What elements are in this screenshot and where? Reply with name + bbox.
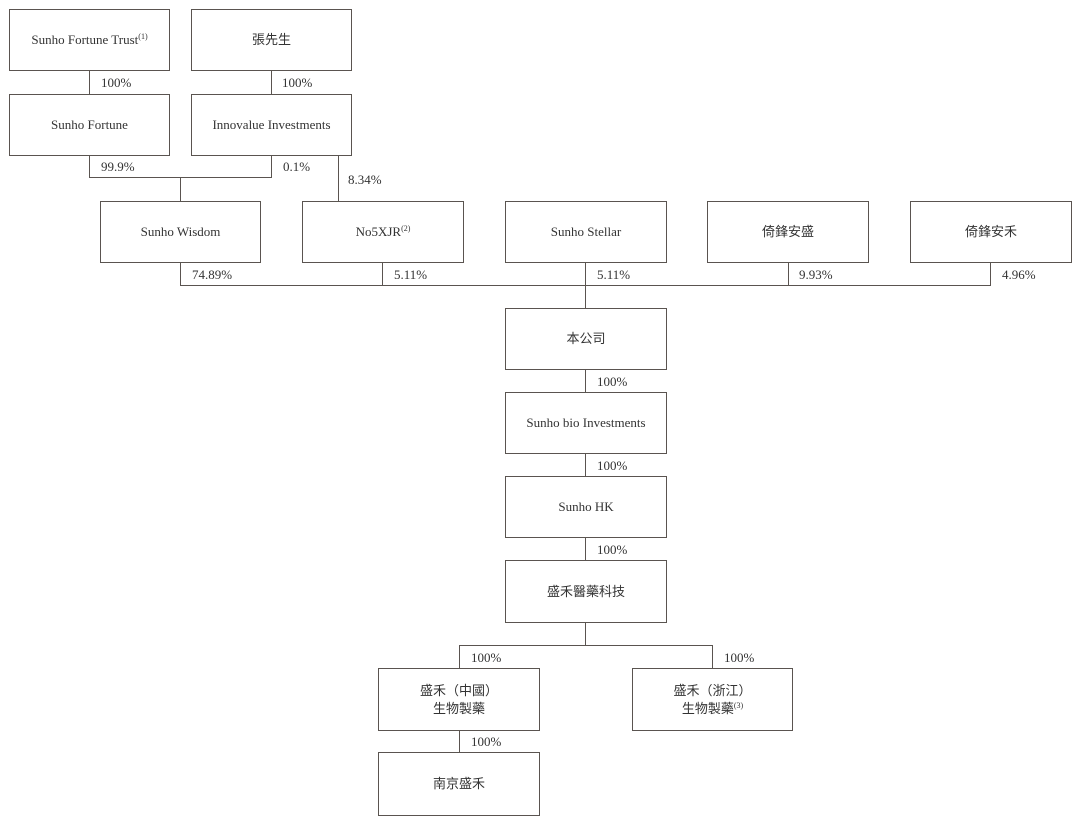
ownership-percentage: 100% [597,542,628,557]
connector-line [271,70,272,95]
footnote-marker: (2) [401,224,411,233]
entity-label: Sunho HK [558,499,614,514]
connector-line [990,262,991,286]
entity-shenghe-pharma-tech: 盛禾醫藥科技 [505,560,667,623]
entity-label: Sunho bio Investments [526,415,646,430]
connector-line [271,155,272,178]
connector-line [89,155,90,178]
connector-line [585,622,586,646]
entity-label: Sunho Fortune [51,117,128,132]
entity-yifeng-ansheng: 倚鋒安盛 [707,201,869,263]
entity-label: No5XJR(2) [355,224,411,239]
ownership-percentage: 100% [597,458,628,473]
connector-line [459,645,713,646]
connector-line [382,262,383,286]
entity-label: 倚鋒安禾 [964,224,1017,239]
entity-nanjing-shenghe: 南京盛禾 [378,752,540,816]
ownership-percentage: 8.34% [348,172,382,187]
entity-label: 盛禾（中國） 生物製藥 [419,682,498,716]
ownership-percentage: 100% [724,650,755,665]
ownership-percentage: 100% [471,734,502,749]
connector-line [459,730,460,753]
ownership-percentage: 100% [101,75,132,90]
ownership-percentage: 100% [471,650,502,665]
entity-sunho-fortune: Sunho Fortune [9,94,170,156]
connector-line [712,645,713,669]
entity-label: Innovalue Investments [212,117,331,132]
entity-label: 盛禾醫藥科技 [546,583,625,599]
entity-yifeng-anhe: 倚鋒安禾 [910,201,1072,263]
entity-sunho-hk: Sunho HK [505,476,667,538]
footnote-marker: (3) [733,700,744,710]
entity-label: Sunho Fortune Trust(1) [31,32,148,47]
connector-line [180,177,181,202]
entity-sunho-stellar: Sunho Stellar [505,201,667,263]
connector-line [89,70,90,95]
connector-line [585,453,586,477]
footnote-marker: (1) [138,32,148,41]
connector-line [585,537,586,561]
entity-label: 本公司 [566,331,606,346]
entity-shenghe-zhejiang-biopharma: 盛禾（浙江） 生物製藥(3) [632,668,793,731]
connector-line [788,262,789,286]
ownership-percentage: 99.9% [101,159,135,174]
entity-shenghe-china-biopharma: 盛禾（中國） 生物製藥 [378,668,540,731]
entity-sunho-fortune-trust: Sunho Fortune Trust(1) [9,9,170,71]
ownership-percentage: 9.93% [799,267,833,282]
connector-line [180,262,181,286]
connector-line [338,155,339,201]
ownership-percentage: 5.11% [394,267,428,282]
entity-mr-zhang: 張先生 [191,9,352,71]
entity-label: 張先生 [251,32,291,47]
connector-line [585,369,586,393]
entity-sunho-bio-investments: Sunho bio Investments [505,392,667,454]
entity-label: 南京盛禾 [432,776,485,791]
ownership-percentage: 74.89% [192,267,233,282]
connector-line [180,285,991,286]
ownership-percentage: 100% [282,75,313,90]
connector-line [459,645,460,669]
entity-innovalue-investments: Innovalue Investments [191,94,352,156]
entity-label: Sunho Wisdom [140,224,221,239]
entity-label: 盛禾（浙江） 生物製藥(3) [673,682,752,716]
entity-label: Sunho Stellar [550,224,622,239]
ownership-percentage: 4.96% [1002,267,1036,282]
entity-no5xjr: No5XJR(2) [302,201,464,263]
entity-company: 本公司 [505,308,667,370]
ownership-percentage: 0.1% [283,159,311,174]
entity-sunho-wisdom: Sunho Wisdom [100,201,261,263]
ownership-percentage: 5.11% [597,267,631,282]
entity-label: 倚鋒安盛 [761,224,814,239]
ownership-percentage: 100% [597,374,628,389]
